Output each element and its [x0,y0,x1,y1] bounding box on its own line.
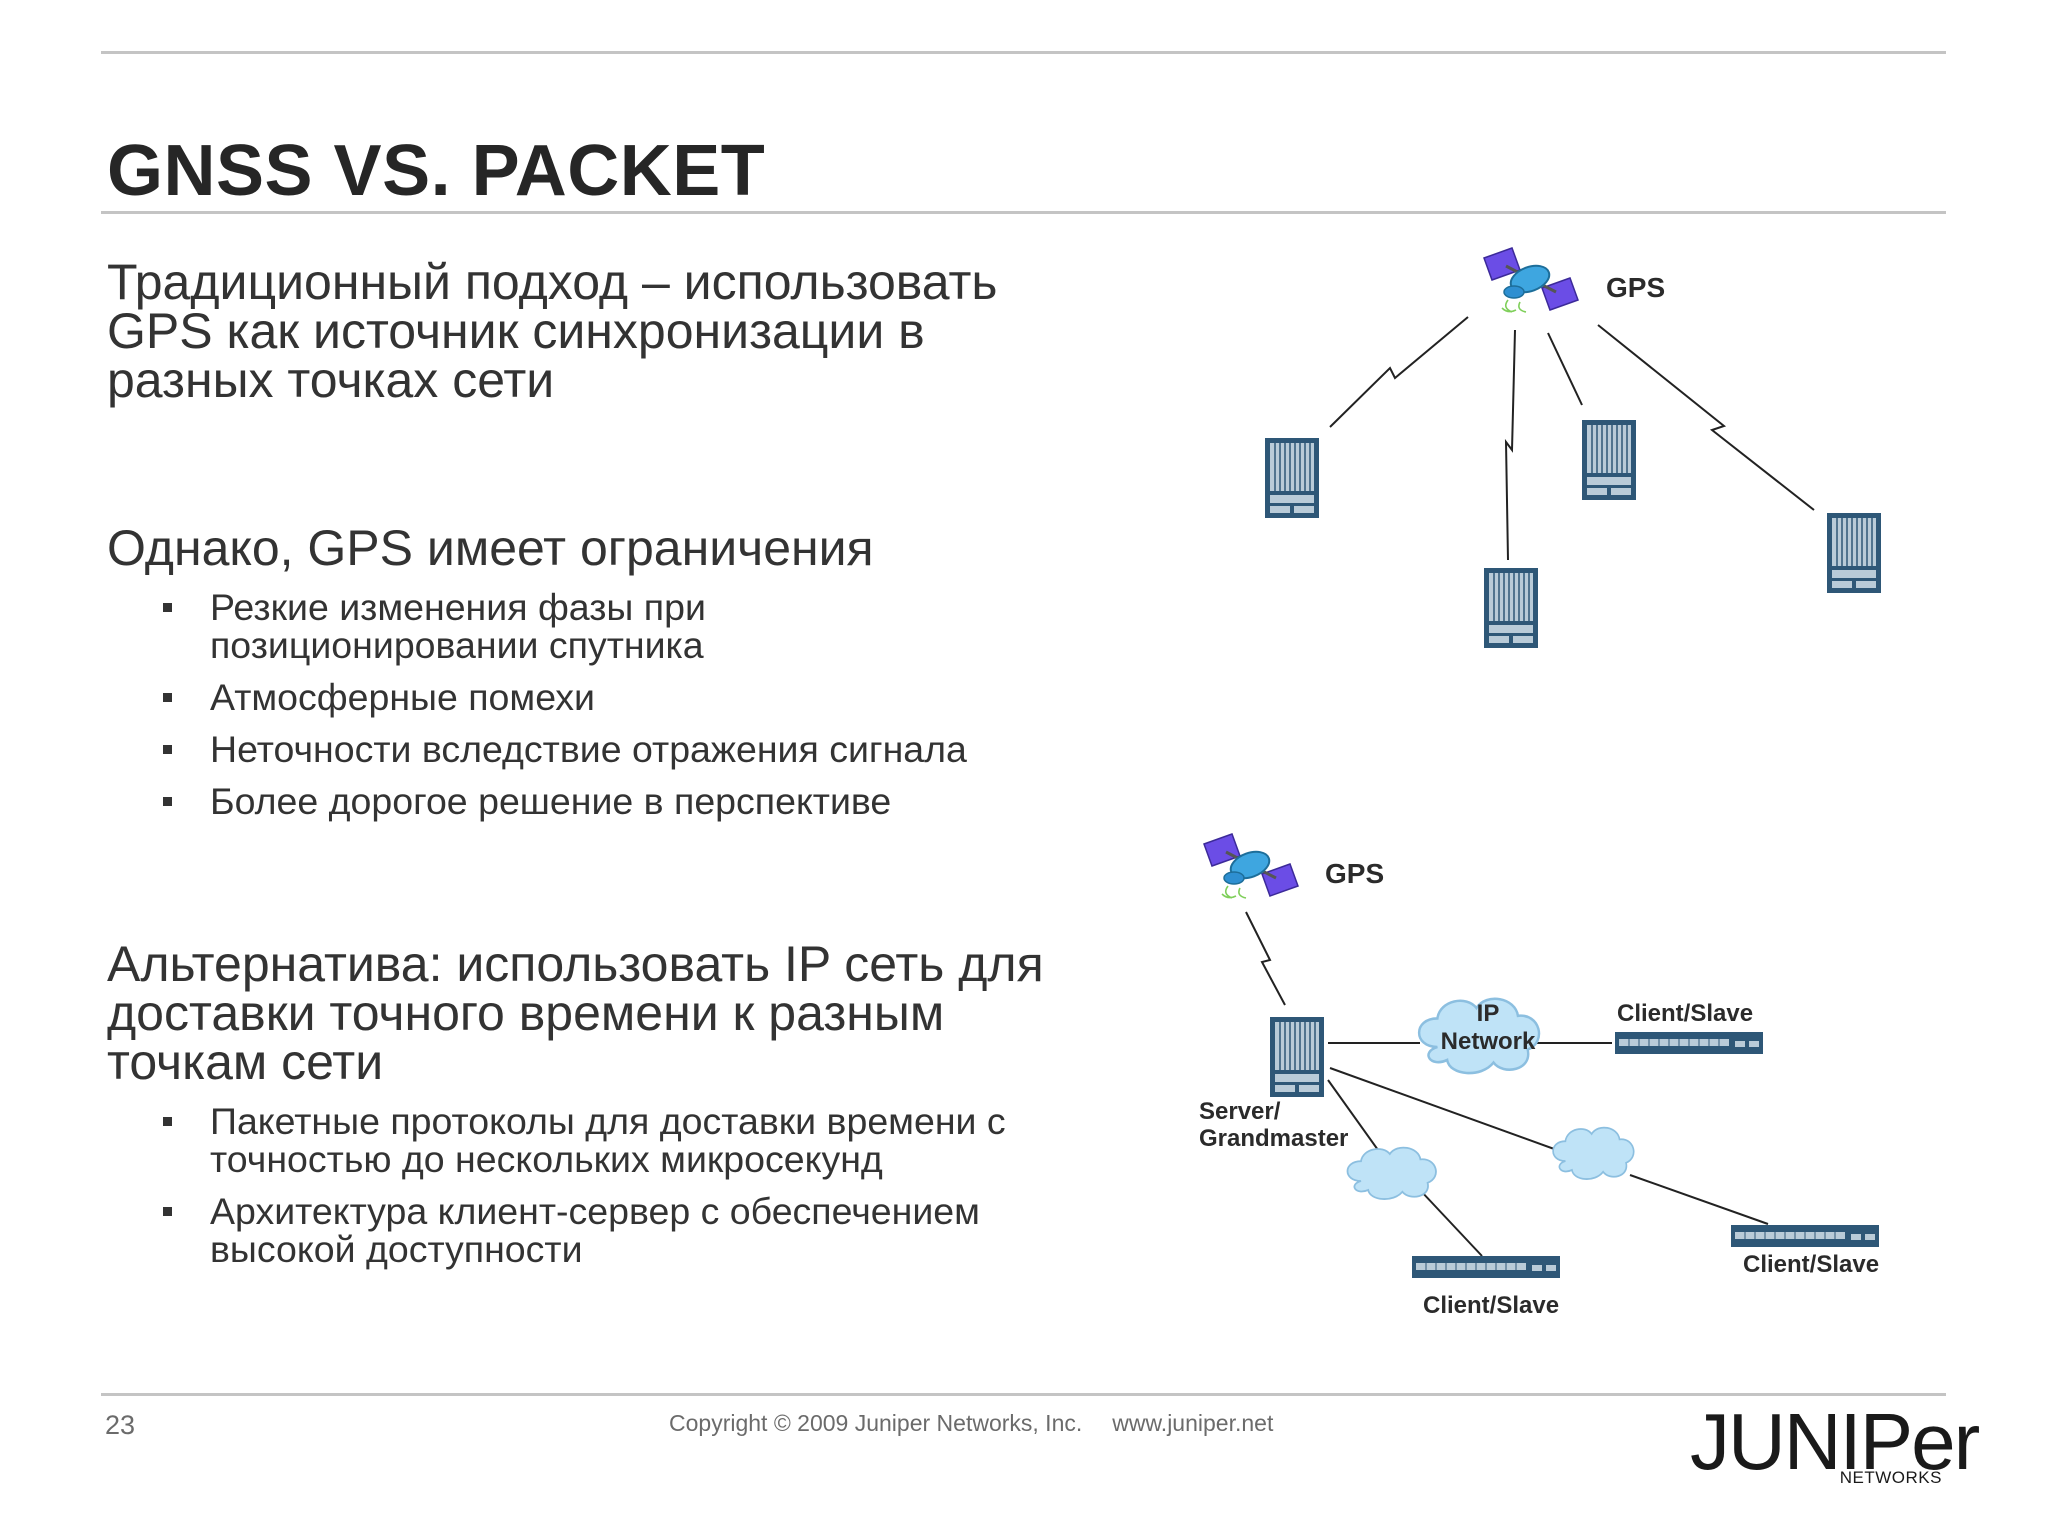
paragraph-traditional: Традиционный подход – использовать GPS к… [107,254,998,408]
gps-link [1547,332,1583,406]
list-item: Резкие изменения фазы при позиционирован… [160,588,770,664]
client-slave-label: Client/Slave [1423,1292,1560,1319]
server-icon [1826,512,1882,594]
list-item: Атмосферные помехи [160,678,1060,716]
website-link[interactable]: www.juniper.net [1112,1410,1274,1436]
network-link [1629,1174,1769,1225]
logo-word: JUNIPer [1690,1397,1980,1486]
client-switch-icon [1614,1031,1764,1055]
server-icon [1269,1016,1325,1098]
page-number: 23 [105,1410,136,1440]
paragraph-alternative: Альтернатива: использовать IP сеть для д… [107,936,1044,1090]
paragraph-limitations: Однако, GPS имеет ограничения [107,520,874,576]
list-item: Архитектура клиент-сервер с обеспечением… [160,1192,1080,1268]
server-icon [1483,567,1539,649]
top-rule [101,51,1946,54]
title-rule [101,211,1946,214]
server-icon [1581,419,1637,501]
juniper-logo: JUNIPer NETWORKS [1690,1402,1980,1488]
network-link [1329,1067,1558,1151]
gps-link [1597,324,1815,511]
limitations-list: Резкие изменения фазы при позиционирован… [160,588,1060,834]
ip-network-label: IP Network [1440,1000,1536,1055]
client-switch-icon [1411,1255,1561,1279]
server-grandmaster-label: Server/ Grandmaster [1199,1098,1349,1152]
client-slave-label: Client/Slave [1617,1000,1754,1027]
gps-label-top: GPS [1606,272,1666,303]
network-link [1419,1189,1483,1257]
copyright-text: Copyright © 2009 Juniper Networks, Inc. [669,1410,1083,1436]
server-icon [1264,437,1320,519]
list-item: Более дорогое решение в перспективе [160,782,1060,820]
list-item: Неточности вследствие отражения сигнала [160,730,1060,768]
client-slave-label: Client/Slave [1743,1251,1880,1278]
client-switch-icon [1730,1224,1880,1248]
footer-text: Copyright © 2009 Juniper Networks, Inc. w… [669,1410,1273,1437]
cloud-icon [1346,1146,1437,1200]
network-link [1327,1079,1379,1151]
satellite-icon [1482,246,1580,314]
footer-rule [101,1393,1946,1396]
gps-link [1504,329,1516,561]
gps-label-bottom: GPS [1325,858,1385,889]
slide-title: GNSS VS. PACKET [107,131,766,211]
alternative-list: Пакетные протоколы для доставки времени … [160,1102,1060,1282]
gps-link [1245,911,1286,1006]
logo-subtitle: NETWORKS [1839,1468,1942,1487]
satellite-icon [1202,832,1300,900]
cloud-icon [1552,1126,1635,1180]
gps-link [1329,316,1469,428]
list-item: Пакетные протоколы для доставки времени … [160,1102,1080,1178]
